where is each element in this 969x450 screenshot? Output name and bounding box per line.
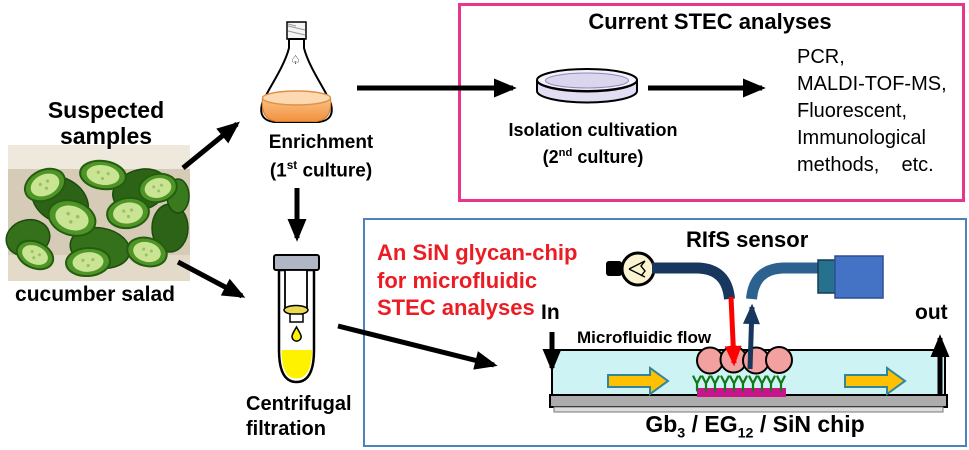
inlet-label: In xyxy=(541,301,560,324)
enrichment-name: Enrichment xyxy=(268,132,374,153)
arrow-samples-to-filtration xyxy=(176,259,246,299)
chip-post: / SiN chip xyxy=(753,411,865,437)
rifs-sensor-label: RIfS sensor xyxy=(686,227,809,252)
bulb-filament xyxy=(628,260,646,278)
bulb-socket xyxy=(606,261,622,276)
chip-sub1: 3 xyxy=(677,425,686,442)
glycan-y-layer-icon xyxy=(692,375,786,392)
method-item: methods, etc. xyxy=(797,154,934,176)
fiber-detection xyxy=(746,262,827,300)
incident-light-arrow xyxy=(724,296,742,367)
detector-coupler xyxy=(817,259,838,294)
reflected-light-arrow xyxy=(742,303,760,370)
detector-icon xyxy=(834,255,884,299)
isolation-cultivation-label: Isolation cultivation (2nd culture) xyxy=(487,119,699,169)
method-item: MALDI-TOF-MS, xyxy=(797,73,947,95)
isolation-name: Isolation cultivation xyxy=(508,120,678,140)
chip-base-strip xyxy=(553,406,944,413)
method-item: Immunological xyxy=(797,127,926,149)
suspected-samples-title: Suspected samples xyxy=(47,97,165,150)
spade-mark-icon: ♤ xyxy=(290,53,301,67)
glycan-chip-title: An SiN glycan-chip for microfluidic STEC… xyxy=(377,239,577,322)
flow-arrow-left xyxy=(607,366,670,396)
arrow-tube-to-chip xyxy=(337,323,498,370)
chip-pre: Gb xyxy=(645,411,678,437)
chip-sub2: 12 xyxy=(737,425,754,442)
fiber-illumination xyxy=(652,262,735,300)
black-flow-arrows xyxy=(176,78,766,370)
erlenmeyer-flask-icon: ♤ xyxy=(260,21,333,123)
glycan-chip-title-line1: An SiN glycan-chip xyxy=(377,240,578,265)
cucumber-salad-photo xyxy=(5,145,190,281)
glycan-chip-title-line2: for microfluidic xyxy=(377,267,538,293)
petri-dish-icon xyxy=(536,68,638,104)
centrifuge-tube-icon xyxy=(273,254,320,384)
arrow-samples-to-enrichment xyxy=(181,121,240,170)
flow-arrow-right xyxy=(844,366,907,396)
isolation-culture-sup: nd xyxy=(558,147,573,159)
outlet-label: out xyxy=(915,301,948,324)
isolation-culture-pre: (2 xyxy=(542,147,559,167)
rifs-sensor-assembly xyxy=(606,251,884,300)
microfluidic-flow-label: Microfluidic flow xyxy=(577,328,712,347)
cucumber-salad-caption: cucumber salad xyxy=(15,283,175,306)
chip-mid: / EG xyxy=(685,411,738,437)
flow-cell-assembly xyxy=(542,296,950,413)
glycan-chip-title-line3: STEC analyses xyxy=(377,295,535,320)
isolation-culture-post: culture) xyxy=(572,147,644,167)
light-bulb-icon xyxy=(620,251,656,287)
glycan-strip xyxy=(697,388,786,397)
enrichment-culture-sup: st xyxy=(286,159,298,172)
enrichment-culture-pre: (1 xyxy=(269,160,287,182)
method-item: Fluorescent, xyxy=(797,100,908,122)
current-stec-analyses-box xyxy=(458,3,965,202)
analysis-methods-list: PCR, MALDI-TOF-MS, Fluorescent, Immunolo… xyxy=(797,44,947,179)
centrifugal-filtration-label: Centrifugal filtration xyxy=(246,392,352,442)
enrichment-label: Enrichment (1st culture) xyxy=(240,131,402,182)
centrifugal-line1: Centrifugal xyxy=(246,393,352,415)
method-item: PCR, xyxy=(797,46,845,68)
chip-composition-label: Gb3 / EG12 / SiN chip xyxy=(600,411,910,442)
enrichment-culture-post: culture) xyxy=(297,160,373,182)
current-stec-analyses-title: Current STEC analyses xyxy=(588,9,832,34)
centrifugal-line2: filtration xyxy=(246,418,326,440)
